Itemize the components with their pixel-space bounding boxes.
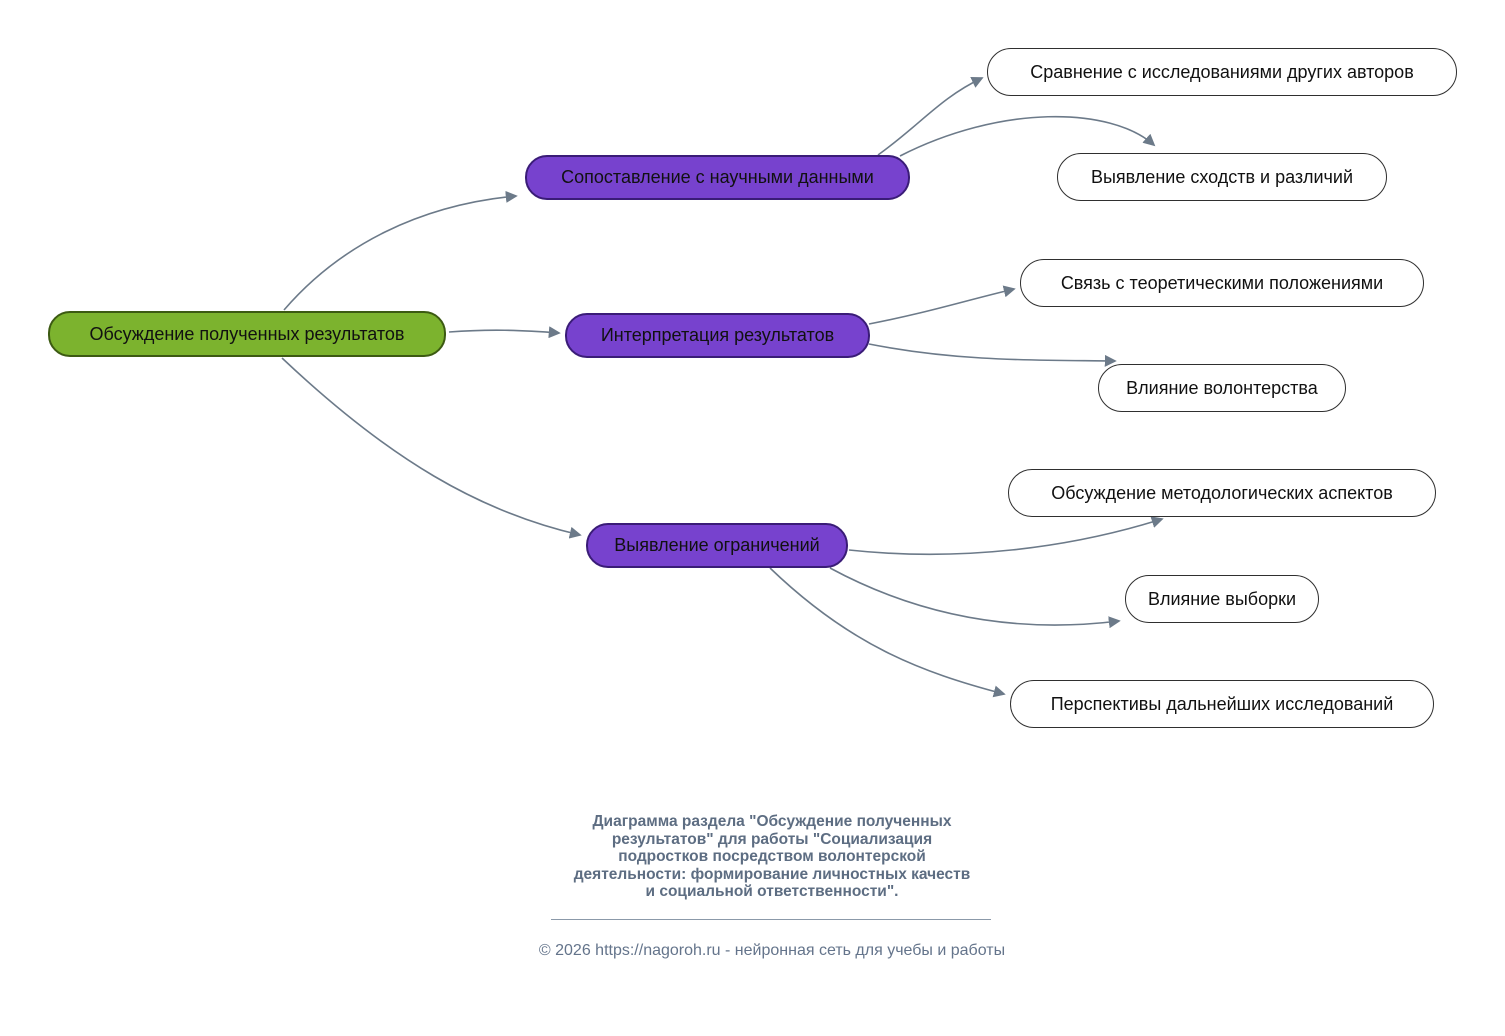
node-leaf-comparison-other-authors: Сравнение с исследованиями других авторо…: [987, 48, 1457, 96]
caption-line: подростков посредством волонтерской: [618, 848, 926, 866]
edge-root-to-branch2: [448, 326, 561, 339]
node-leaf-similarities-differences: Выявление сходств и различий: [1057, 153, 1387, 201]
edge-branch1-to-leaf2: [899, 115, 1156, 157]
node-branch-interpretation: Интерпретация результатов: [565, 313, 870, 358]
node-leaf-label: Сравнение с исследованиями других авторо…: [1030, 61, 1414, 82]
edge-root-to-branch3: [281, 357, 582, 539]
node-branch-comparison-label: Сопоставление с научными данными: [561, 167, 874, 187]
edge-branch3-to-leaf6: [829, 567, 1121, 629]
diagram-caption: Диаграмма раздела "Обсуждение полученных…: [472, 813, 1072, 901]
node-branch-comparison: Сопоставление с научными данными: [525, 155, 910, 200]
edge-branch3-to-leaf5: [848, 516, 1164, 556]
caption-divider: [551, 919, 991, 920]
caption-line: деятельности: формирование личностных ка…: [573, 865, 971, 883]
node-leaf-sample-influence: Влияние выборки: [1125, 575, 1319, 623]
caption-line: и социальной ответственности".: [645, 883, 899, 901]
node-leaf-label: Обсуждение методологических аспектов: [1051, 482, 1393, 503]
caption-line: результатов" для работы "Социализация: [611, 830, 933, 848]
node-leaf-label: Связь с теоретическими положениями: [1060, 272, 1384, 293]
node-root: Обсуждение полученных результатов: [48, 311, 446, 357]
node-branch-interpretation-label: Интерпретация результатов: [600, 325, 835, 345]
footer-copyright: © 2026 https://nagoroh.ru - нейронная се…: [538, 942, 1006, 959]
node-leaf-future-research: Перспективы дальнейших исследований: [1010, 680, 1434, 728]
node-branch-limitations-label: Выявление ограничений: [614, 535, 820, 555]
edge-root-to-branch1: [283, 190, 518, 311]
node-leaf-methodological-aspects: Обсуждение методологических аспектов: [1008, 469, 1436, 517]
node-root-label: Обсуждение полученных результатов: [89, 323, 405, 344]
caption-line: Диаграмма раздела "Обсуждение полученных: [592, 813, 952, 830]
node-leaf-label: Выявление сходств и различий: [1090, 166, 1354, 187]
node-leaf-theoretical-link: Связь с теоретическими положениями: [1020, 259, 1424, 307]
node-branch-limitations: Выявление ограничений: [586, 523, 848, 568]
edge-branch2-to-leaf4: [868, 343, 1117, 367]
edge-branch3-to-leaf7: [769, 567, 1006, 698]
node-leaf-label: Перспективы дальнейших исследований: [1050, 693, 1394, 714]
node-leaf-label: Влияние выборки: [1147, 588, 1297, 609]
edge-branch2-to-leaf3: [868, 285, 1016, 325]
node-leaf-label: Влияние волонтерства: [1126, 377, 1318, 398]
edge-branch1-to-leaf1: [877, 76, 984, 156]
node-leaf-volunteering-influence: Влияние волонтерства: [1098, 364, 1346, 412]
